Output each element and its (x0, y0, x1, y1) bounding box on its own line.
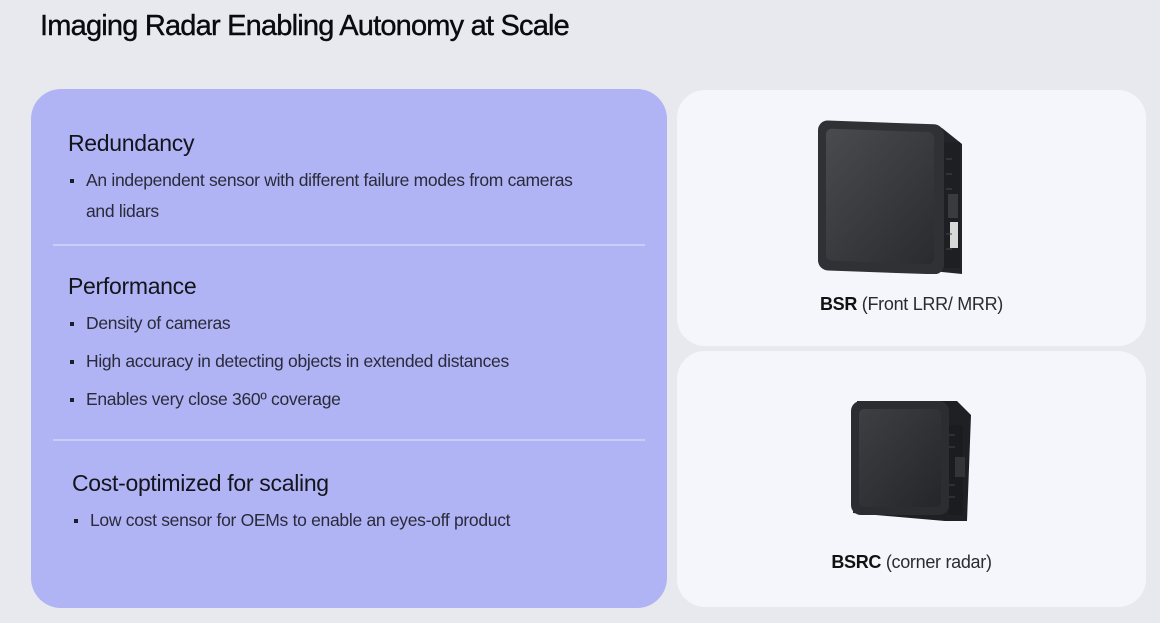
section-cost: Cost-optimized for scaling Low cost sens… (31, 470, 667, 536)
product-name: BSRC (831, 552, 882, 572)
slide-title: Imaging Radar Enabling Autonomy at Scale (40, 10, 570, 42)
product-label: BSR (Front LRR/ MRR) (677, 294, 1146, 315)
section-divider (53, 244, 645, 246)
section-heading: Cost-optimized for scaling (72, 470, 329, 496)
section-divider (53, 439, 645, 441)
bullet-item: High accuracy in detecting objects in ex… (68, 346, 667, 377)
section-heading: Performance (68, 273, 197, 299)
corner-radar-device-icon (851, 401, 971, 521)
product-label: BSRC (corner radar) (677, 552, 1146, 573)
product-card-bsr: BSR (Front LRR/ MRR) (677, 90, 1146, 346)
bullet-item: Low cost sensor for OEMs to enable an ey… (72, 505, 667, 536)
product-description: (corner radar) (885, 552, 992, 572)
bullet-item: Density of cameras (68, 308, 667, 339)
section-performance: Performance Density of cameras High accu… (31, 273, 667, 415)
section-heading: Redundancy (68, 130, 195, 156)
product-name: BSR (819, 294, 858, 314)
benefits-panel: Redundancy An independent sensor with di… (31, 89, 667, 608)
product-description: (Front LRR/ MRR) (861, 294, 1004, 314)
bullet-item: Enables very close 360º coverage (68, 384, 667, 415)
section-redundancy: Redundancy An independent sensor with di… (31, 130, 667, 227)
bullet-item: An independent sensor with different fai… (68, 165, 586, 227)
product-card-bsrc: BSRC (corner radar) (677, 351, 1146, 607)
long-range-radar-device-icon (818, 120, 962, 274)
